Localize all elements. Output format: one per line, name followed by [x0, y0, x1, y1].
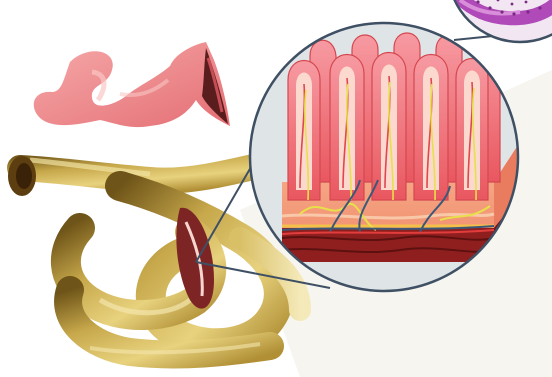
villi-magnifier-icon	[250, 23, 520, 291]
stomach-illustration	[34, 42, 230, 127]
histology-magnifier-icon	[448, 0, 552, 42]
